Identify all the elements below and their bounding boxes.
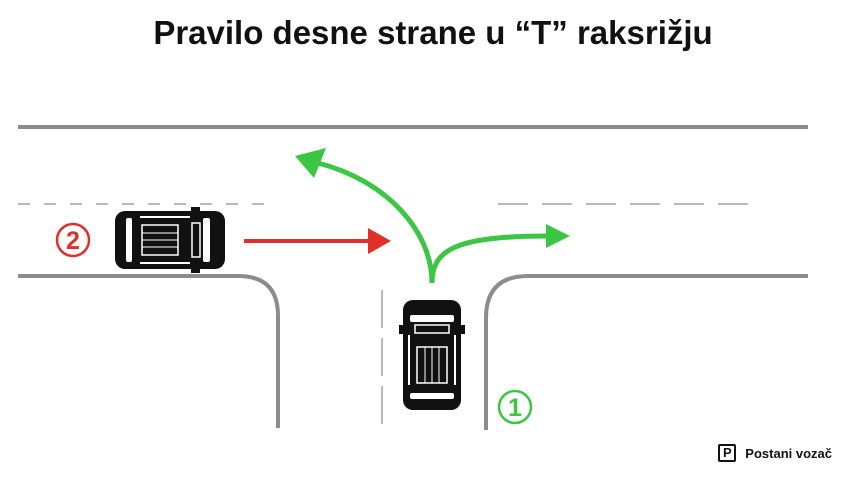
green-arrowhead-left [295,148,326,178]
road-corner-right [484,274,808,430]
road-corner-left [18,274,280,428]
car-1 [398,299,466,411]
brand: P Postani vozač [718,444,832,462]
car-2 [114,206,226,274]
brand-name: Postani vozač [745,445,832,461]
green-arrow-left-turn [317,160,435,284]
red-arrowhead [368,228,391,254]
car-1-badge [497,389,533,425]
green-arrow-right-turn [429,233,549,284]
page-title: Pravilo desne strane u “T” raksrižju [153,14,713,51]
brand-logo-icon: P [718,444,737,462]
car-2-badge [55,222,91,258]
car-1-label: 1 [508,394,522,422]
car-2-label: 2 [66,227,80,255]
green-arrowhead-right [546,224,570,248]
